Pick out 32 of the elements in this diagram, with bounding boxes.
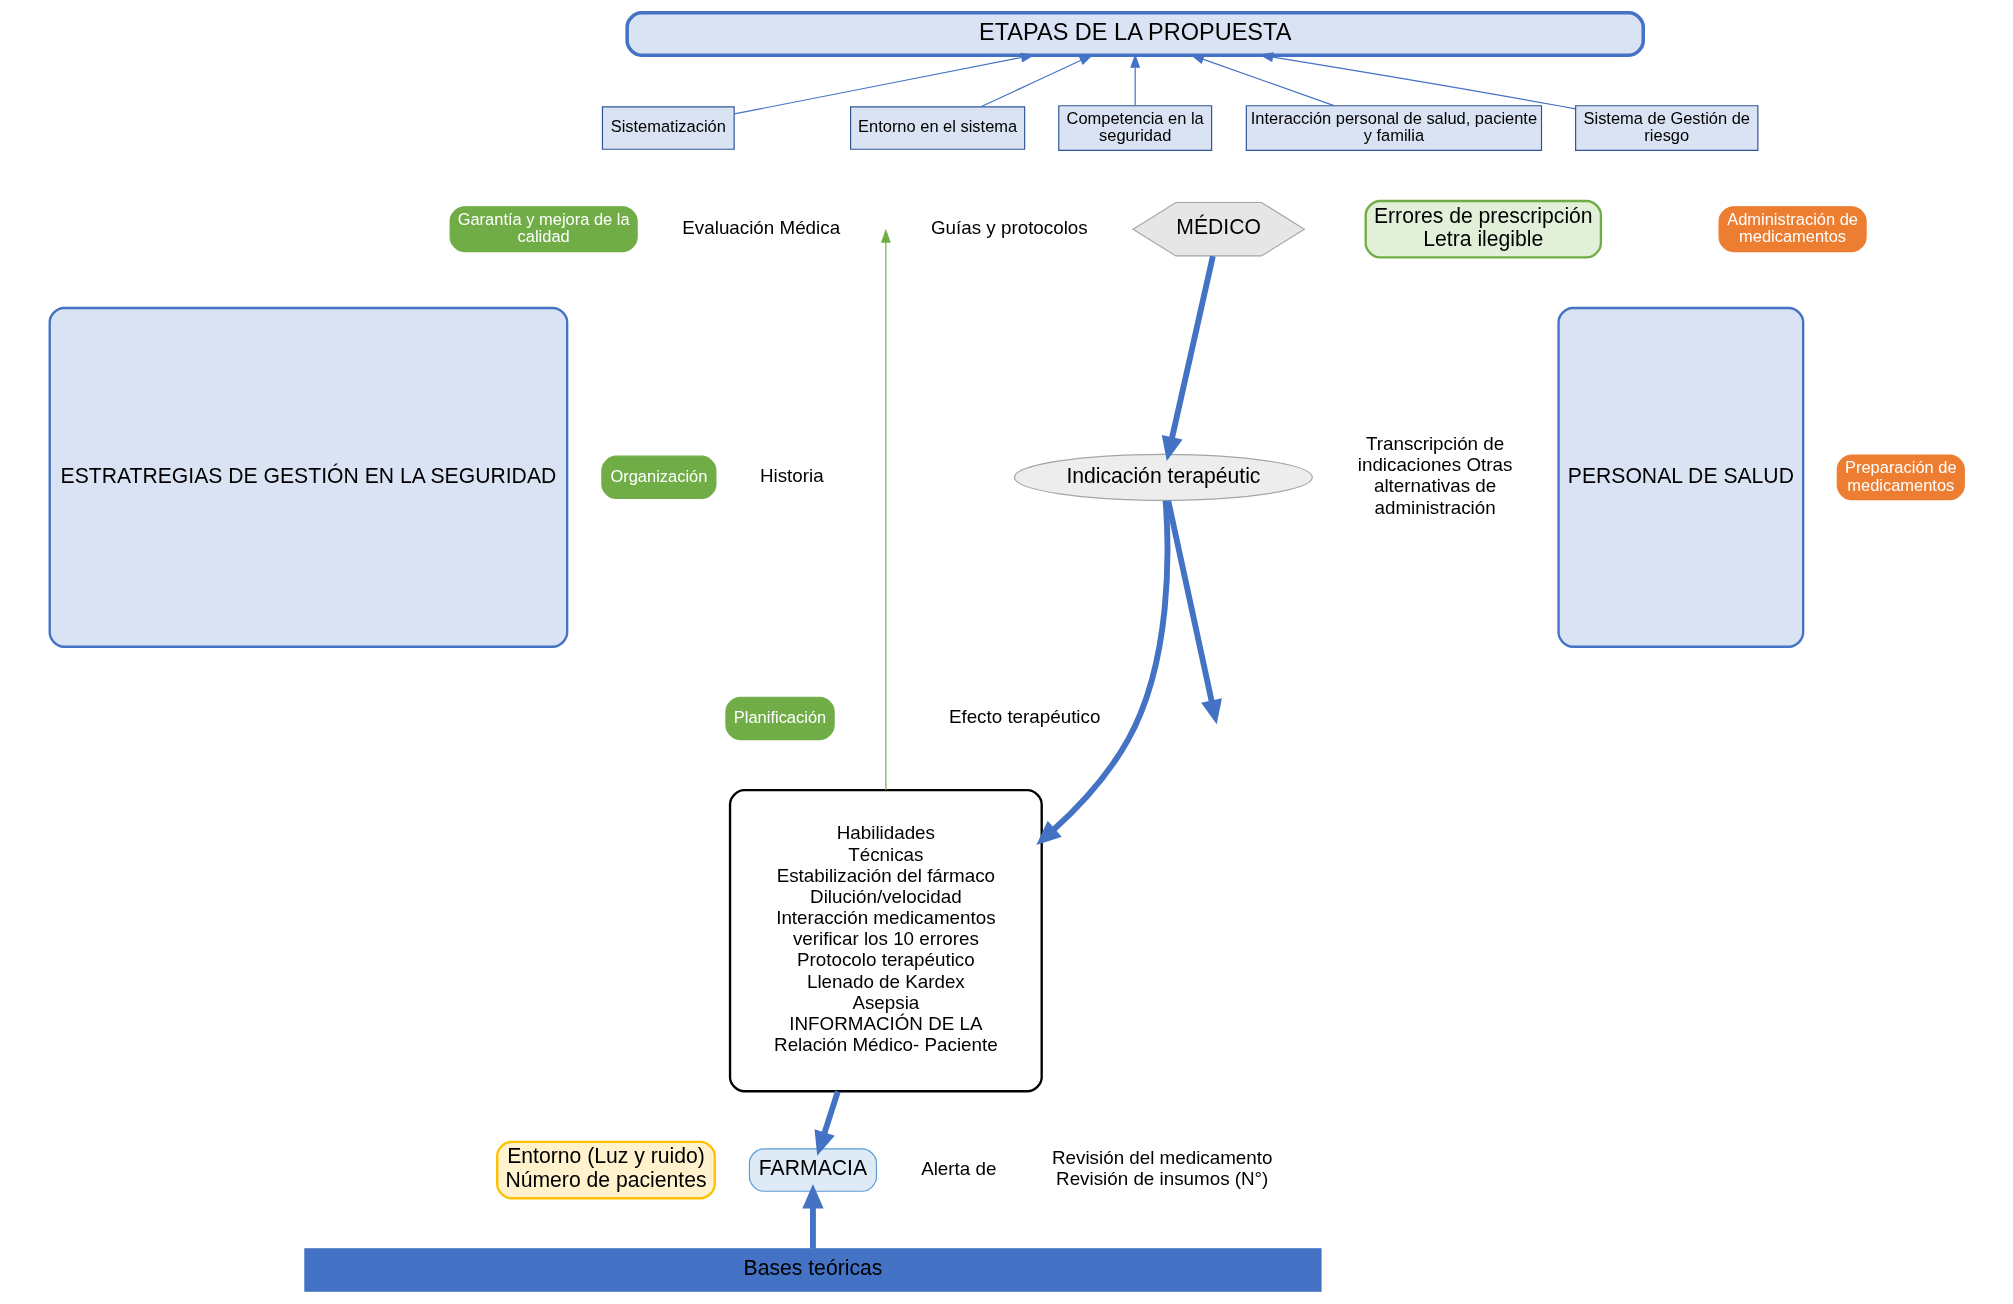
node-box: Interacción personal de salud, paciente y familia	[1245, 105, 1542, 151]
node-box: Planificación	[724, 696, 835, 741]
node-box: Preparación de medicamentos	[1836, 454, 1965, 501]
node-box: PERSONAL DE SALUD	[1556, 306, 1804, 648]
arrow	[1161, 255, 1216, 462]
arrow	[801, 1184, 824, 1249]
node-box: Administración de medicamentos	[1718, 206, 1867, 253]
node-box: Errores de prescripción Letra ilegible	[1364, 199, 1602, 259]
node-box: Sistematización	[601, 106, 735, 150]
label: Alerta de	[920, 1157, 996, 1179]
label: Historia	[759, 464, 824, 486]
label: Revisión del medicamento Revisión de insumos (N°)	[1051, 1146, 1272, 1190]
label: Guías y protocolos	[930, 216, 1088, 238]
node-box: FARMACIA	[748, 1148, 877, 1192]
node-box: ETAPAS DE LA PROPUESTA	[624, 11, 1645, 57]
arrow	[880, 228, 891, 791]
node-box: Entorno (Luz y ruido) Número de pacientes	[495, 1140, 716, 1200]
arrow	[1035, 500, 1170, 845]
arrow	[979, 54, 1093, 108]
node-box: Competencia en la seguridad	[1057, 105, 1212, 151]
node-ellipse: Indicación terapéutic	[1013, 453, 1313, 501]
label: Transcripción de indicaciones Otras alternativas de administración	[1357, 433, 1512, 518]
label: Efecto terapéutico	[948, 705, 1100, 727]
arrow	[814, 1090, 841, 1156]
node-box: ESTRATREGIAS DE GESTIÓN EN LA SEGURIDAD	[48, 306, 568, 648]
node-box: Garantía y mejora de la calidad	[449, 206, 638, 253]
node-box: Organización	[600, 455, 716, 500]
node-box: Entorno en el sistema	[849, 106, 1025, 150]
node-box: Sistema de Gestión de riesgo	[1574, 105, 1758, 151]
node-box: Bases teóricas	[303, 1248, 1322, 1292]
node-box: Habilidades Técnicas Estabilización del fármaco Dilución/velocidad Interacción medicamentos verificar los 10 errores Protocolo terapéutico Llenado de Kardex Asepsia INFORMACIÓN DE LA Relación Médico- Paciente	[728, 789, 1043, 1093]
label: Evaluación Médica	[681, 216, 840, 238]
